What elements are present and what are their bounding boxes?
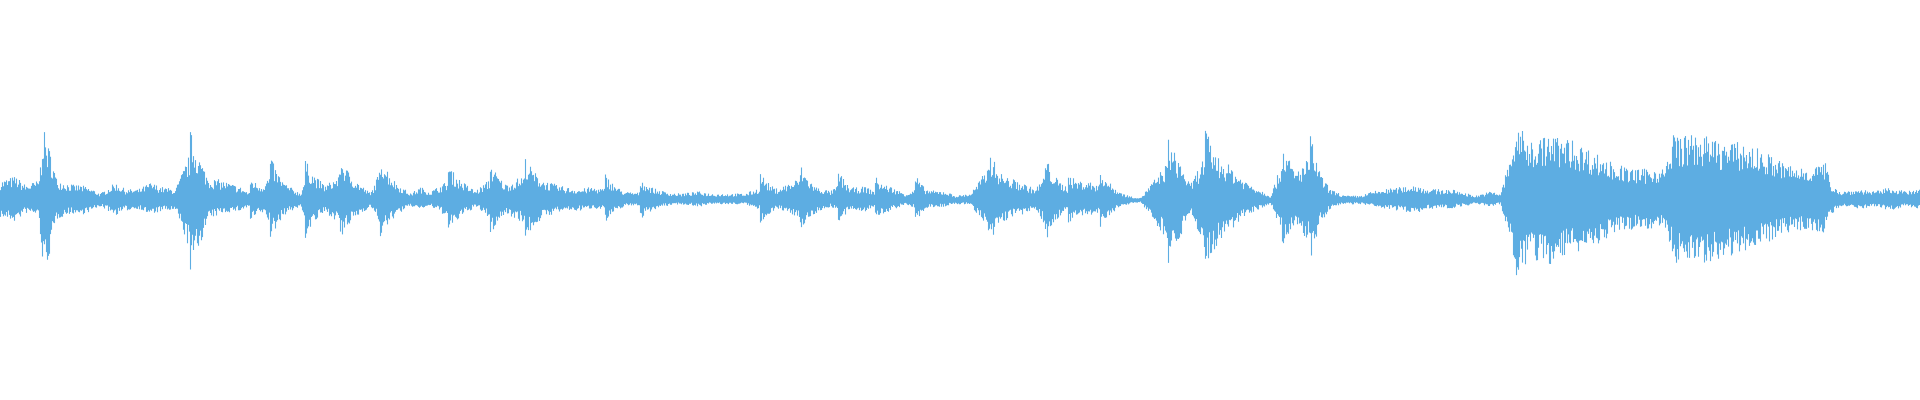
- waveform-bars: [0, 130, 1920, 276]
- waveform-path: [0, 130, 1920, 276]
